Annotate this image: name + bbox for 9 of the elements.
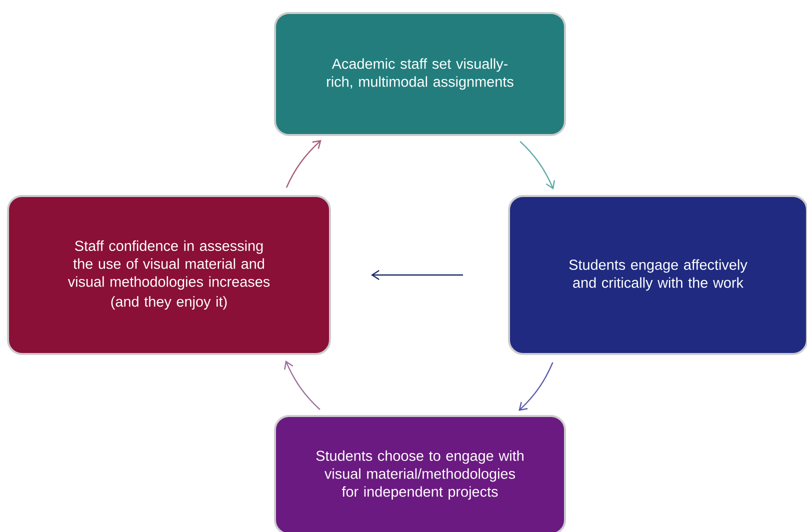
process-box: Students choose to engage with visual material/methodologies for independent projects — [274, 415, 566, 532]
arrow — [286, 140, 322, 188]
process-box: Students engage affectively and critically with the work — [508, 195, 807, 355]
arrow — [518, 362, 554, 411]
arrow — [284, 360, 320, 410]
process-box: Academic staff set visually-rich, multimodal assignments — [274, 12, 566, 136]
arrow — [520, 141, 555, 190]
process-box: Staff confidence in assessing the use of visual material and visual methodologies increases (and they enjoy it) — [7, 195, 331, 355]
arrow — [371, 270, 463, 280]
